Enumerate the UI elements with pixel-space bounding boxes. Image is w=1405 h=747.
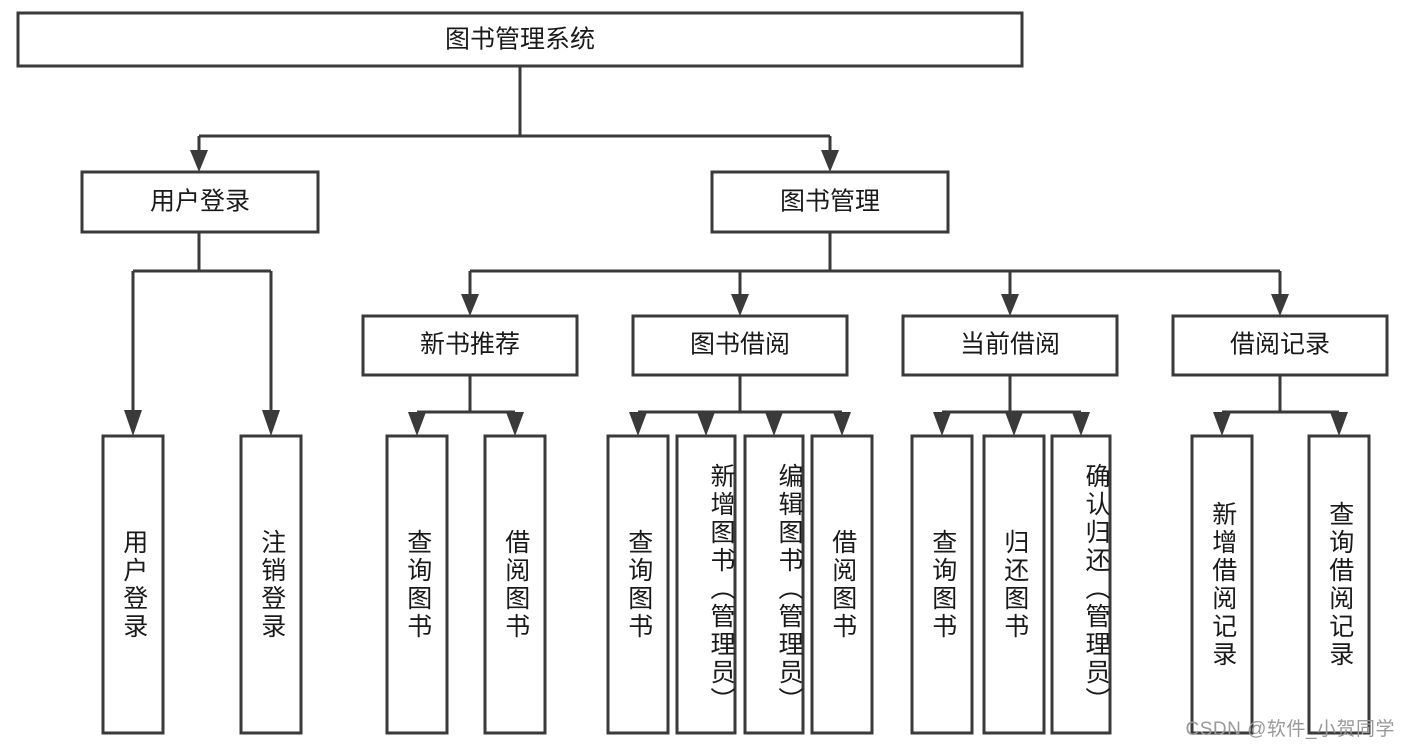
leaf-box-add-book[interactable] bbox=[675, 434, 737, 735]
arrow-to-leaf-query-book-a bbox=[408, 412, 426, 436]
arrow-to-leaf-add-book bbox=[697, 412, 715, 436]
arrow-to-leaf-query-book-c bbox=[933, 412, 951, 436]
arrow-to-current-borrow bbox=[1001, 294, 1019, 316]
arrow-to-borrow-record bbox=[1271, 294, 1289, 316]
arrow-to-leaf-add-record bbox=[1213, 412, 1231, 436]
arrow-to-leaf-borrow-book-b bbox=[833, 412, 851, 436]
leaf-box-query-book-b[interactable] bbox=[606, 434, 670, 735]
node-borrow-record-box[interactable] bbox=[1171, 314, 1389, 377]
node-book-borrow-box[interactable] bbox=[631, 314, 849, 377]
node-user-login[interactable]: 用户登录 bbox=[80, 170, 320, 234]
node-root-system[interactable]: 图书管理系统 bbox=[16, 11, 1024, 68]
node-new-book-recommend-label: 新书推荐 bbox=[420, 331, 520, 359]
leaf-box-logout[interactable] bbox=[239, 434, 303, 735]
node-book-management[interactable]: 图书管理 bbox=[710, 170, 950, 234]
leaf-box-borrow-book-b[interactable] bbox=[810, 434, 874, 735]
leaf-box-query-book-c[interactable] bbox=[910, 434, 974, 735]
node-current-borrow-label: 当前借阅 bbox=[960, 331, 1060, 359]
node-new-book-recommend-box[interactable] bbox=[361, 314, 579, 377]
connectors-group bbox=[124, 66, 1348, 436]
arrow-to-book-management bbox=[821, 150, 839, 172]
arrow-to-leaf-edit-book bbox=[765, 412, 783, 436]
node-current-borrow[interactable]: 当前借阅 bbox=[901, 314, 1119, 377]
arrow-to-leaf-borrow-book-a bbox=[506, 412, 524, 436]
leaf-box-edit-book[interactable] bbox=[743, 434, 805, 735]
arrow-to-user-login bbox=[190, 150, 208, 172]
node-book-borrow-label: 图书借阅 bbox=[690, 331, 790, 359]
arrow-to-leaf-user-login bbox=[124, 410, 142, 436]
node-root-system-box[interactable] bbox=[16, 11, 1024, 68]
leaf-box-user-login[interactable] bbox=[101, 434, 165, 735]
node-book-management-label: 图书管理 bbox=[780, 188, 880, 216]
arrow-to-book-borrow bbox=[731, 294, 749, 316]
node-borrow-record[interactable]: 借阅记录 bbox=[1171, 314, 1389, 377]
arrow-to-leaf-confirm-return bbox=[1072, 412, 1090, 436]
arrow-to-leaf-query-record bbox=[1330, 412, 1348, 436]
watermark-text: CSDN @软件_小贺同学 bbox=[1185, 719, 1395, 740]
leaf-box-borrow-book-a[interactable] bbox=[483, 434, 547, 735]
arrow-to-leaf-query-book-b bbox=[629, 412, 647, 436]
leaf-box-return-book[interactable] bbox=[982, 434, 1046, 735]
arrow-to-leaf-return-book bbox=[1005, 412, 1023, 436]
node-new-book-recommend[interactable]: 新书推荐 bbox=[361, 314, 579, 377]
node-borrow-record-label: 借阅记录 bbox=[1230, 331, 1330, 359]
node-root-system-label: 图书管理系统 bbox=[445, 26, 595, 54]
arrow-to-new-book-recommend bbox=[461, 294, 479, 316]
node-book-management-box[interactable] bbox=[710, 170, 950, 234]
node-user-login-label: 用户登录 bbox=[150, 188, 250, 216]
node-book-borrow[interactable]: 图书借阅 bbox=[631, 314, 849, 377]
leaf-box-query-book-a[interactable] bbox=[385, 434, 449, 735]
leaf-box-confirm-return[interactable] bbox=[1050, 434, 1112, 735]
leaf-box-query-record[interactable] bbox=[1307, 434, 1371, 735]
leaf-box-add-record[interactable] bbox=[1190, 434, 1254, 735]
arrow-to-leaf-logout bbox=[262, 410, 280, 436]
node-user-login-box[interactable] bbox=[80, 170, 320, 234]
node-current-borrow-box[interactable] bbox=[901, 314, 1119, 377]
